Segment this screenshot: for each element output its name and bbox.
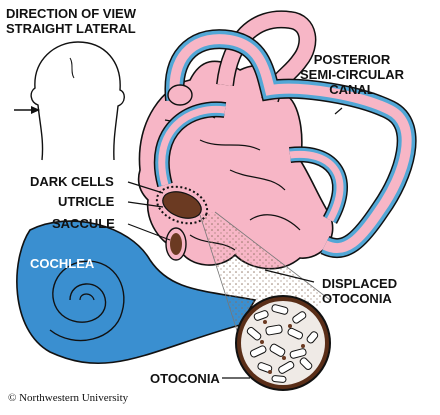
posterior-canal bbox=[164, 29, 417, 259]
arrow-right-icon bbox=[14, 106, 40, 114]
head-outline bbox=[30, 41, 125, 161]
leader-lines bbox=[127, 107, 343, 379]
utricle-label: UTRICLE bbox=[58, 194, 115, 209]
posterior-canal-line-1: POSTERIOR bbox=[313, 52, 391, 67]
otoconia-magnified bbox=[235, 295, 331, 391]
cochlea-label: COCHLEA bbox=[30, 256, 95, 271]
view-direction-title: DIRECTION OF VIEW STRAIGHT LATERAL bbox=[6, 6, 136, 36]
saccule-label: SACCULE bbox=[52, 216, 115, 231]
posterior-canal-line-2: SEMI-CIRCULAR bbox=[300, 67, 404, 82]
ampulla bbox=[167, 84, 193, 106]
posterior-canal-line-3: CANAL bbox=[329, 82, 375, 97]
posterior-canal-label: POSTERIOR SEMI-CIRCULAR CANAL bbox=[300, 52, 404, 97]
displaced-otoconia-label: DISPLACED OTOCONIA bbox=[322, 276, 397, 306]
lateral-canal bbox=[153, 101, 348, 224]
view-title-line-2: STRAIGHT LATERAL bbox=[6, 21, 136, 36]
displaced-otoconia-line-2: OTOCONIA bbox=[322, 291, 392, 306]
view-title-line-1: DIRECTION OF VIEW bbox=[6, 6, 136, 21]
saccule bbox=[165, 227, 187, 261]
otoconia-label: OTOCONIA bbox=[150, 371, 220, 386]
copyright-notice: © Northwestern University bbox=[8, 392, 129, 404]
displaced-otoconia-line-1: DISPLACED bbox=[322, 276, 398, 291]
dark-cells-label: DARK CELLS bbox=[30, 174, 114, 189]
